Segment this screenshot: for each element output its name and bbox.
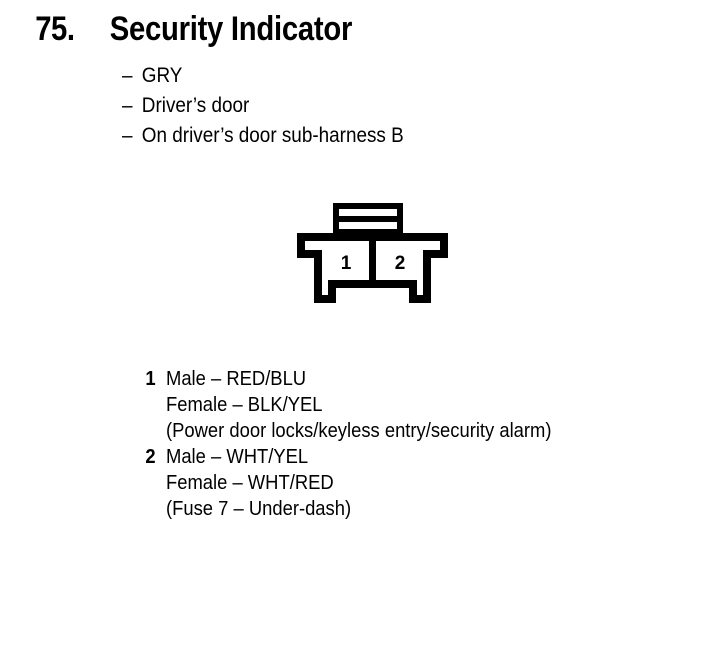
pin-line-female: Female – WHT/RED	[166, 472, 334, 494]
connector-diagram: 1 2	[285, 196, 465, 321]
page-heading: 75. Security Indicator	[32, 10, 372, 49]
dash-bullet-icon: –	[122, 94, 133, 117]
list-item: –Driver’s door	[122, 91, 608, 121]
pin-entry: 2 Male – WHT/YEL Female – WHT/RED (Fuse …	[139, 444, 669, 522]
pin-legend: 1 Male – RED/BLU Female – BLK/YEL (Power…	[139, 366, 669, 522]
list-item-label: GRY	[141, 64, 183, 87]
pin-entry: 1 Male – RED/BLU Female – BLK/YEL (Power…	[139, 366, 669, 444]
pin-detail-lines: Male – RED/BLU Female – BLK/YEL (Power d…	[166, 366, 669, 444]
pin-number: 1	[145, 368, 156, 390]
pin-line-circuit: (Fuse 7 – Under-dash)	[166, 498, 352, 520]
list-item: –On driver’s door sub-harness B	[122, 121, 608, 151]
latch-slot-upper	[339, 209, 397, 216]
latch-tab-outer	[333, 203, 403, 237]
shell-top-edge	[297, 233, 448, 241]
connector-body	[297, 203, 448, 303]
dash-bullet-icon: –	[122, 124, 133, 147]
latch-slot-lower	[339, 222, 397, 229]
cavity-label-1: 1	[341, 253, 352, 274]
pin-line-male: Male – WHT/YEL	[166, 446, 309, 468]
heading-number: 75.	[35, 10, 75, 48]
list-item: –GRY	[122, 61, 608, 91]
list-item-label: On driver’s door sub-harness B	[141, 124, 404, 147]
pin-line-female: Female – BLK/YEL	[166, 394, 323, 416]
pin-line-circuit: (Power door locks/keyless entry/security…	[166, 420, 552, 442]
pin-detail-lines: Male – WHT/YEL Female – WHT/RED (Fuse 7 …	[166, 444, 669, 522]
list-item-label: Driver’s door	[141, 94, 250, 117]
cavity-divider	[369, 241, 376, 280]
page-title: Security Indicator	[109, 10, 352, 48]
connector-attribute-list: –GRY –Driver’s door –On driver’s door su…	[122, 61, 662, 151]
pin-line-male: Male – RED/BLU	[166, 368, 307, 390]
connector-outline-svg: 1 2	[297, 203, 448, 303]
cavity-label-2: 2	[395, 253, 406, 274]
pin-number: 2	[145, 446, 156, 468]
dash-bullet-icon: –	[122, 64, 133, 87]
